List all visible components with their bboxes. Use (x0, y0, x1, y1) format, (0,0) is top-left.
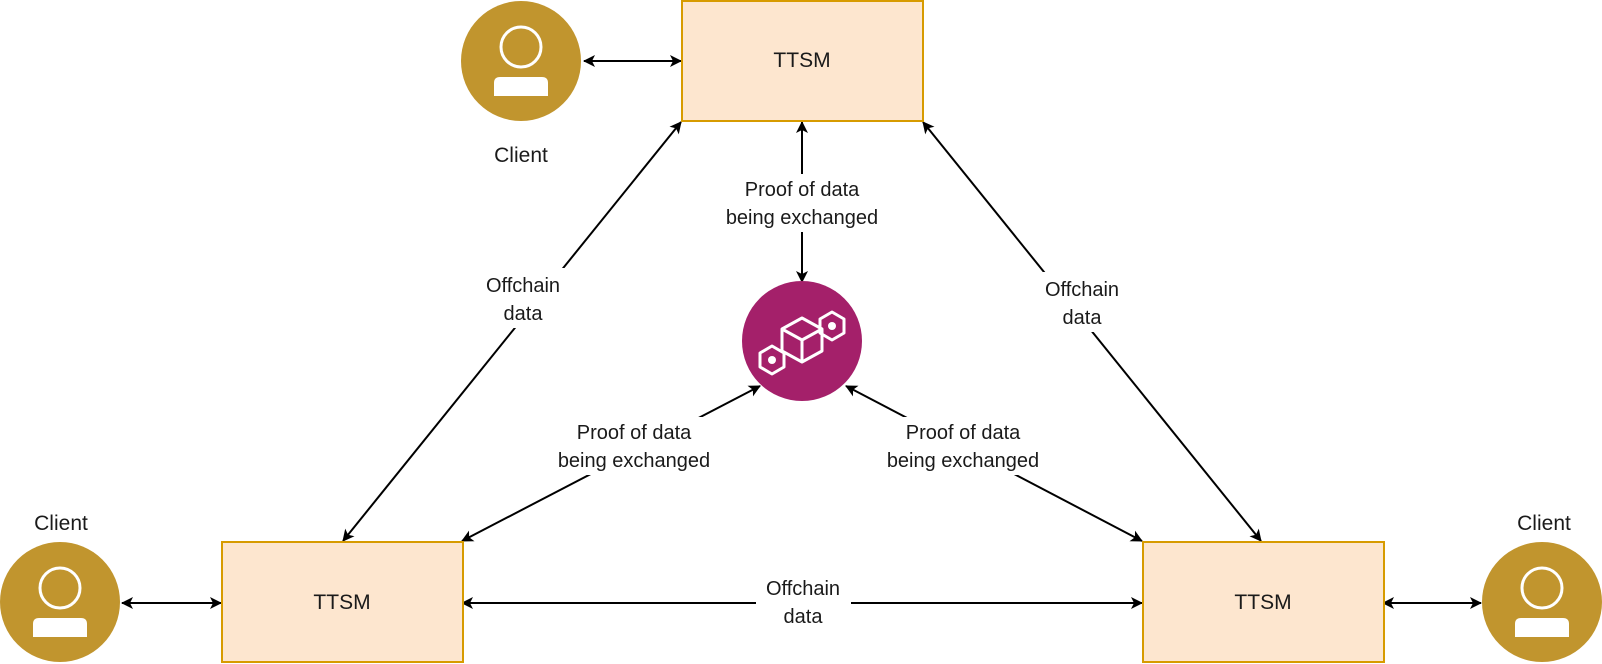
label-right-diagonal: Offchain data (1035, 272, 1130, 332)
edge-left-diagonal (342, 121, 682, 542)
user-icon (1482, 542, 1602, 662)
blockchain-icon (758, 310, 846, 376)
client-right-label: Client (1517, 512, 1571, 535)
label-left-proof-line1: Proof of data (577, 422, 692, 444)
label-top-proof-line1: Proof of data (745, 179, 860, 201)
ttsm-top-node: TTSM (681, 0, 924, 122)
label-left-diagonal-line2: data (504, 303, 544, 325)
client-left: Client (0, 512, 120, 662)
user-icon (461, 1, 581, 121)
ttsm-top-label: TTSM (773, 49, 830, 72)
label-right-proof-line1: Proof of data (906, 422, 1021, 444)
label-right-proof: Proof of data being exchanged (876, 417, 1051, 475)
client-left-label: Client (34, 512, 88, 535)
label-left-diagonal-line1: Offchain (486, 275, 560, 297)
label-top-proof: Proof of data being exchanged (715, 174, 890, 232)
label-bottom-line2: data (784, 606, 824, 628)
label-bottom-line1: Offchain (766, 578, 840, 600)
ttsm-right-node: TTSM (1142, 541, 1385, 663)
label-right-diagonal-line1: Offchain (1045, 279, 1119, 301)
blockchain-node (742, 281, 862, 401)
label-left-proof: Proof of data being exchanged (547, 417, 722, 475)
client-top: Client (461, 1, 581, 167)
ttsm-left-node: TTSM (221, 541, 464, 663)
user-icon (0, 542, 120, 662)
label-top-proof-line2: being exchanged (726, 207, 878, 229)
ttsm-right-label: TTSM (1234, 591, 1291, 614)
ttsm-left-label: TTSM (313, 591, 370, 614)
label-left-proof-line2: being exchanged (558, 450, 710, 472)
client-top-label: Client (494, 144, 548, 167)
label-right-diagonal-line2: data (1063, 307, 1103, 329)
label-left-diagonal: Offchain data (476, 268, 571, 328)
label-right-proof-line2: being exchanged (887, 450, 1039, 472)
client-right: Client (1482, 512, 1602, 662)
label-bottom: Offchain data (756, 573, 851, 633)
